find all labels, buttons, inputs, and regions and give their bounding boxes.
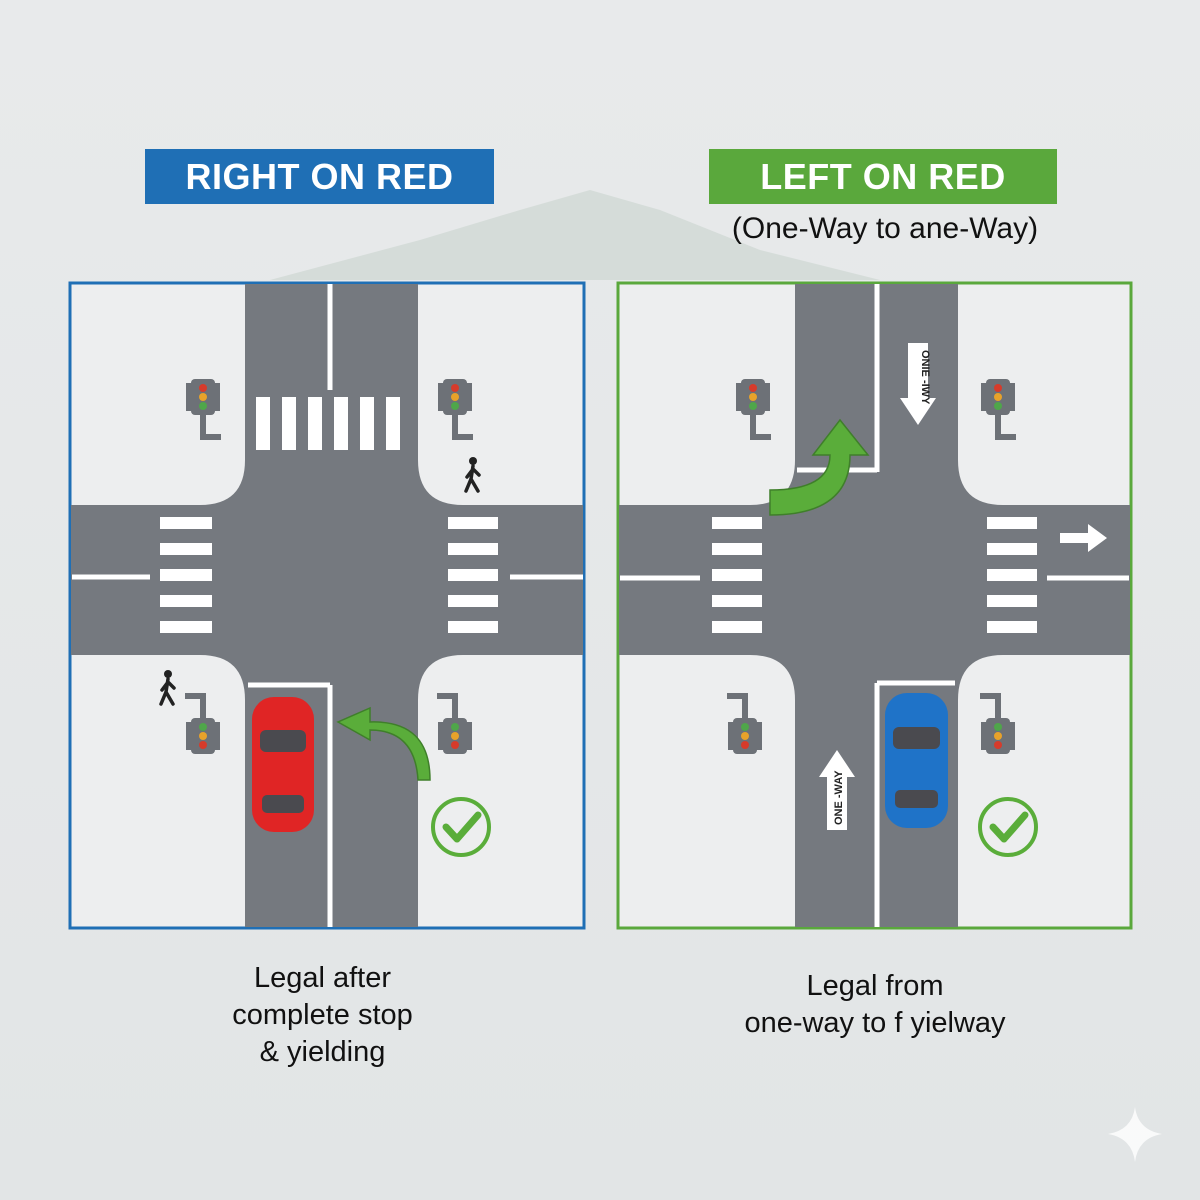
caption-line: & yielding [259,1036,386,1068]
left-on-red-caption: Legal from one-way to f yielway [690,968,1060,1042]
caption-line: Legal after [253,962,392,994]
mountain-background [270,190,880,280]
crosswalk-left [160,517,212,633]
caption-line: Legal from [806,970,944,1002]
svg-text:ONIE -IWY: ONIE -IWY [919,350,931,405]
crosswalk-right [987,517,1037,633]
one-way-sign-icon: ONE -WAY [819,750,855,830]
left-on-red-intersection: ONIE -IWY ONE -WAY [616,281,1133,930]
svg-text:ONE -WAY: ONE -WAY [833,770,845,825]
crosswalk-right [448,517,498,633]
crosswalk-left [712,517,762,633]
caption-line: complete stop [232,999,413,1031]
red-car [252,697,314,832]
turn-arrow-icon [336,706,431,781]
lane-markings [72,284,583,927]
right-arrow-icon [1060,524,1107,552]
left-on-red-title: LEFT ON RED [709,149,1057,204]
right-on-red-intersection [68,281,586,930]
sparkle-watermark-icon [1108,1107,1162,1162]
caption-line: one-way to f yielway [744,1007,1006,1039]
crosswalk-top [256,397,400,450]
blue-car [885,693,948,828]
one-way-sign-icon: ONIE -IWY [900,343,936,425]
right-on-red-title: RIGHT ON RED [145,149,494,204]
turn-arrow-icon [769,418,870,516]
left-on-red-subtitle: (One-Way to ane-Way) [731,212,1039,245]
right-on-red-caption: Legal after complete stop & yielding [170,960,475,1071]
